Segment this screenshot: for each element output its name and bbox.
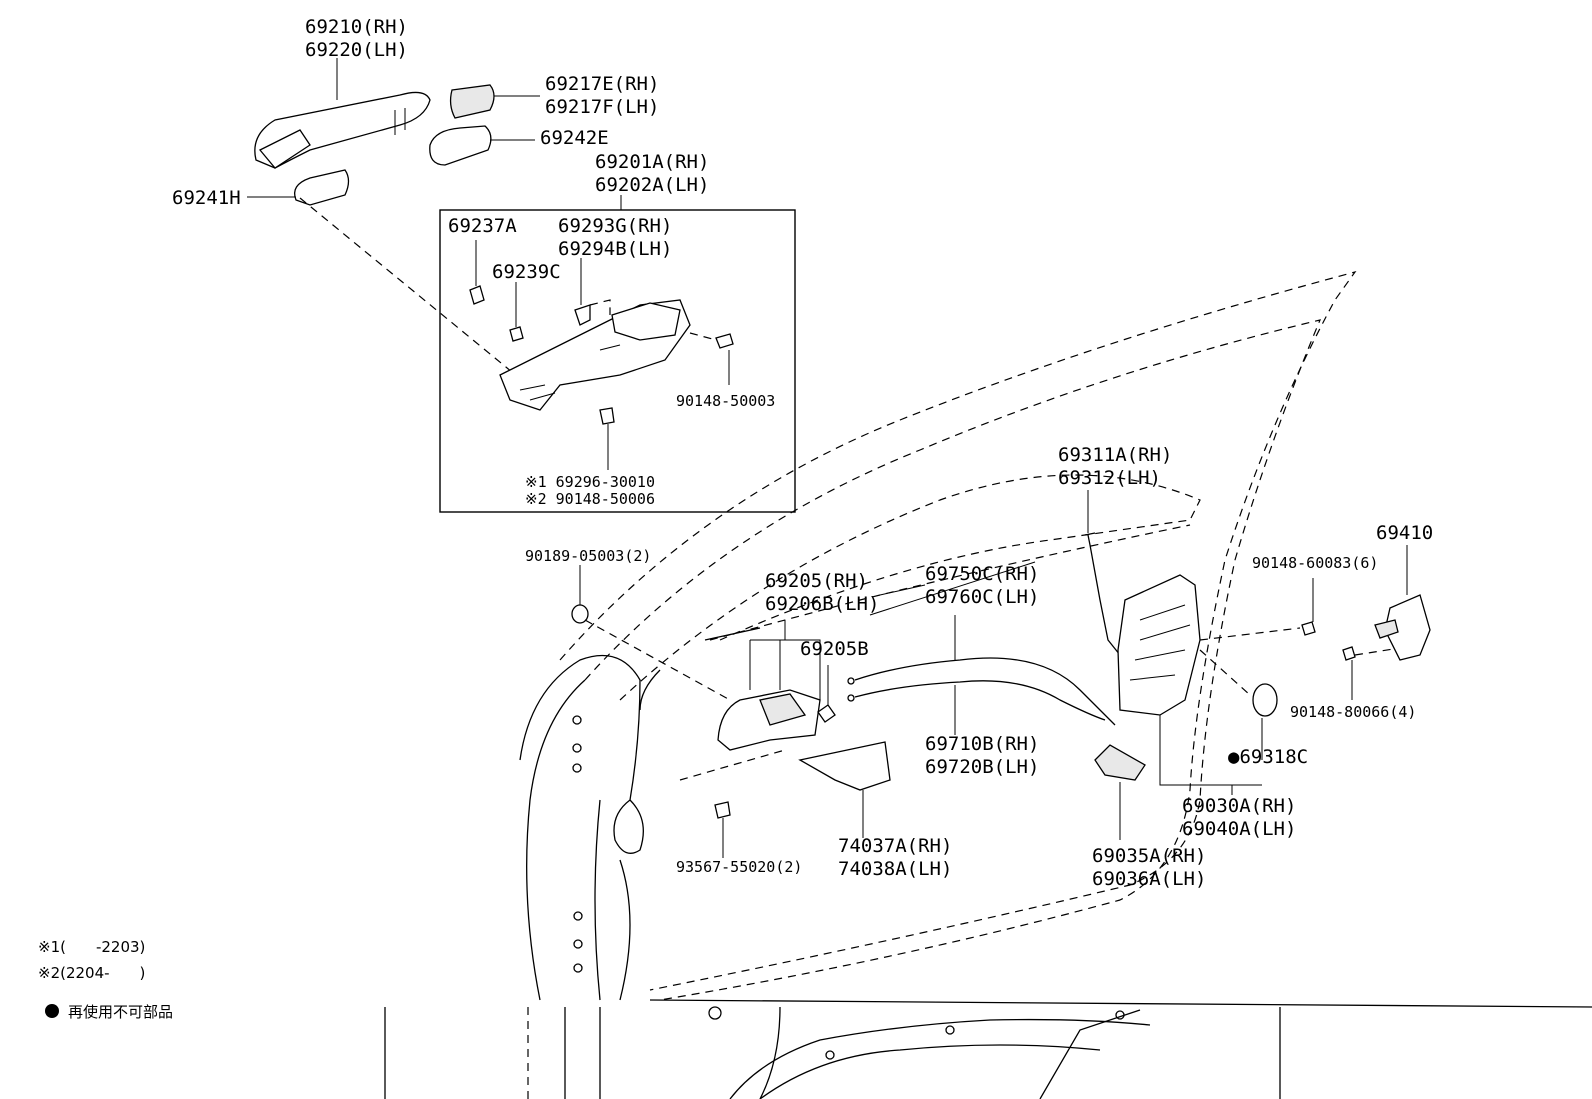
label-cable-a-lh: 69760C(LH) <box>925 586 1039 608</box>
label-lock-assy-rh: 69030A(RH) <box>1182 795 1296 817</box>
door-frame <box>384 270 1592 1099</box>
label-outer-handle-rh: 69210(RH) <box>305 16 408 38</box>
note-1: ※1( -2203) <box>38 938 145 956</box>
label-frame-assy-lh: 69202A(LH) <box>595 174 709 196</box>
label-striker-bolt-a: 90148-60083(6) <box>1252 554 1378 572</box>
label-frame-bolt: 90148-50003 <box>676 392 775 410</box>
label-lock-cover-lh: 69036A(LH) <box>1092 868 1206 890</box>
label-handle-cover-rh: 74037A(RH) <box>838 835 952 857</box>
label-frame-spring-lh: 69294B(LH) <box>558 238 672 260</box>
non-reusable-marker-icon <box>45 1004 59 1018</box>
note-2: ※2(2204- ) <box>38 964 145 982</box>
label-lock-assy-lh: 69040A(LH) <box>1182 818 1296 840</box>
label-handle-pad-rear: 69241H <box>172 187 241 209</box>
label-inside-handle-bezel: 69205B <box>800 638 869 660</box>
label-frame-assy-rh: 69201A(RH) <box>595 151 709 173</box>
label-frame-screw-2: ※2 90148-50006 <box>525 490 655 508</box>
label-lock-rod-rh: 69311A(RH) <box>1058 444 1172 466</box>
label-cable-b-rh: 69710B(RH) <box>925 733 1039 755</box>
label-outer-handle-lh: 69220(LH) <box>305 39 408 61</box>
label-frame-clip: 69237A <box>448 215 517 237</box>
labels: 69210(RH) 69220(LH) 69217E(RH) 69217F(LH… <box>172 16 1433 890</box>
label-handle-pad: 69242E <box>540 127 609 149</box>
lock-assembly-group <box>1084 490 1431 840</box>
label-striker-bolt-b: 90148-80066(4) <box>1290 703 1416 721</box>
frame-assy-box <box>439 195 796 513</box>
label-cable-a-rh: 69750C(RH) <box>925 563 1039 585</box>
label-screw: 93567-55020(2) <box>676 858 802 876</box>
label-frame-cushion: 69239C <box>492 261 561 283</box>
label-nut: 90189-05003(2) <box>525 547 651 565</box>
outer-handle-group <box>247 58 540 373</box>
label-inside-handle-rh: 69205(RH) <box>765 570 868 592</box>
label-cable-b-lh: 69720B(LH) <box>925 756 1039 778</box>
notes: ※1( -2203) ※2(2204- ) 再使用不可部品 <box>38 938 173 1021</box>
label-frame-spring-rh: 69293G(RH) <box>558 215 672 237</box>
label-lock-rod-lh: 69312(LH) <box>1058 467 1161 489</box>
label-inside-handle-lh: 69206B(LH) <box>765 593 879 615</box>
label-seal: ●69318C <box>1228 746 1308 768</box>
inside-handle-group <box>571 561 1116 858</box>
label-lock-cover-rh: 69035A(RH) <box>1092 845 1206 867</box>
label-handle-cover-lh: 74038A(LH) <box>838 858 952 880</box>
label-handle-cap-lh: 69217F(LH) <box>545 96 659 118</box>
label-striker: 69410 <box>1376 522 1433 544</box>
label-frame-screw-1: ※1 69296-30010 <box>525 473 655 491</box>
label-handle-cap-rh: 69217E(RH) <box>545 73 659 95</box>
legend-text: 再使用不可部品 <box>68 1003 173 1021</box>
